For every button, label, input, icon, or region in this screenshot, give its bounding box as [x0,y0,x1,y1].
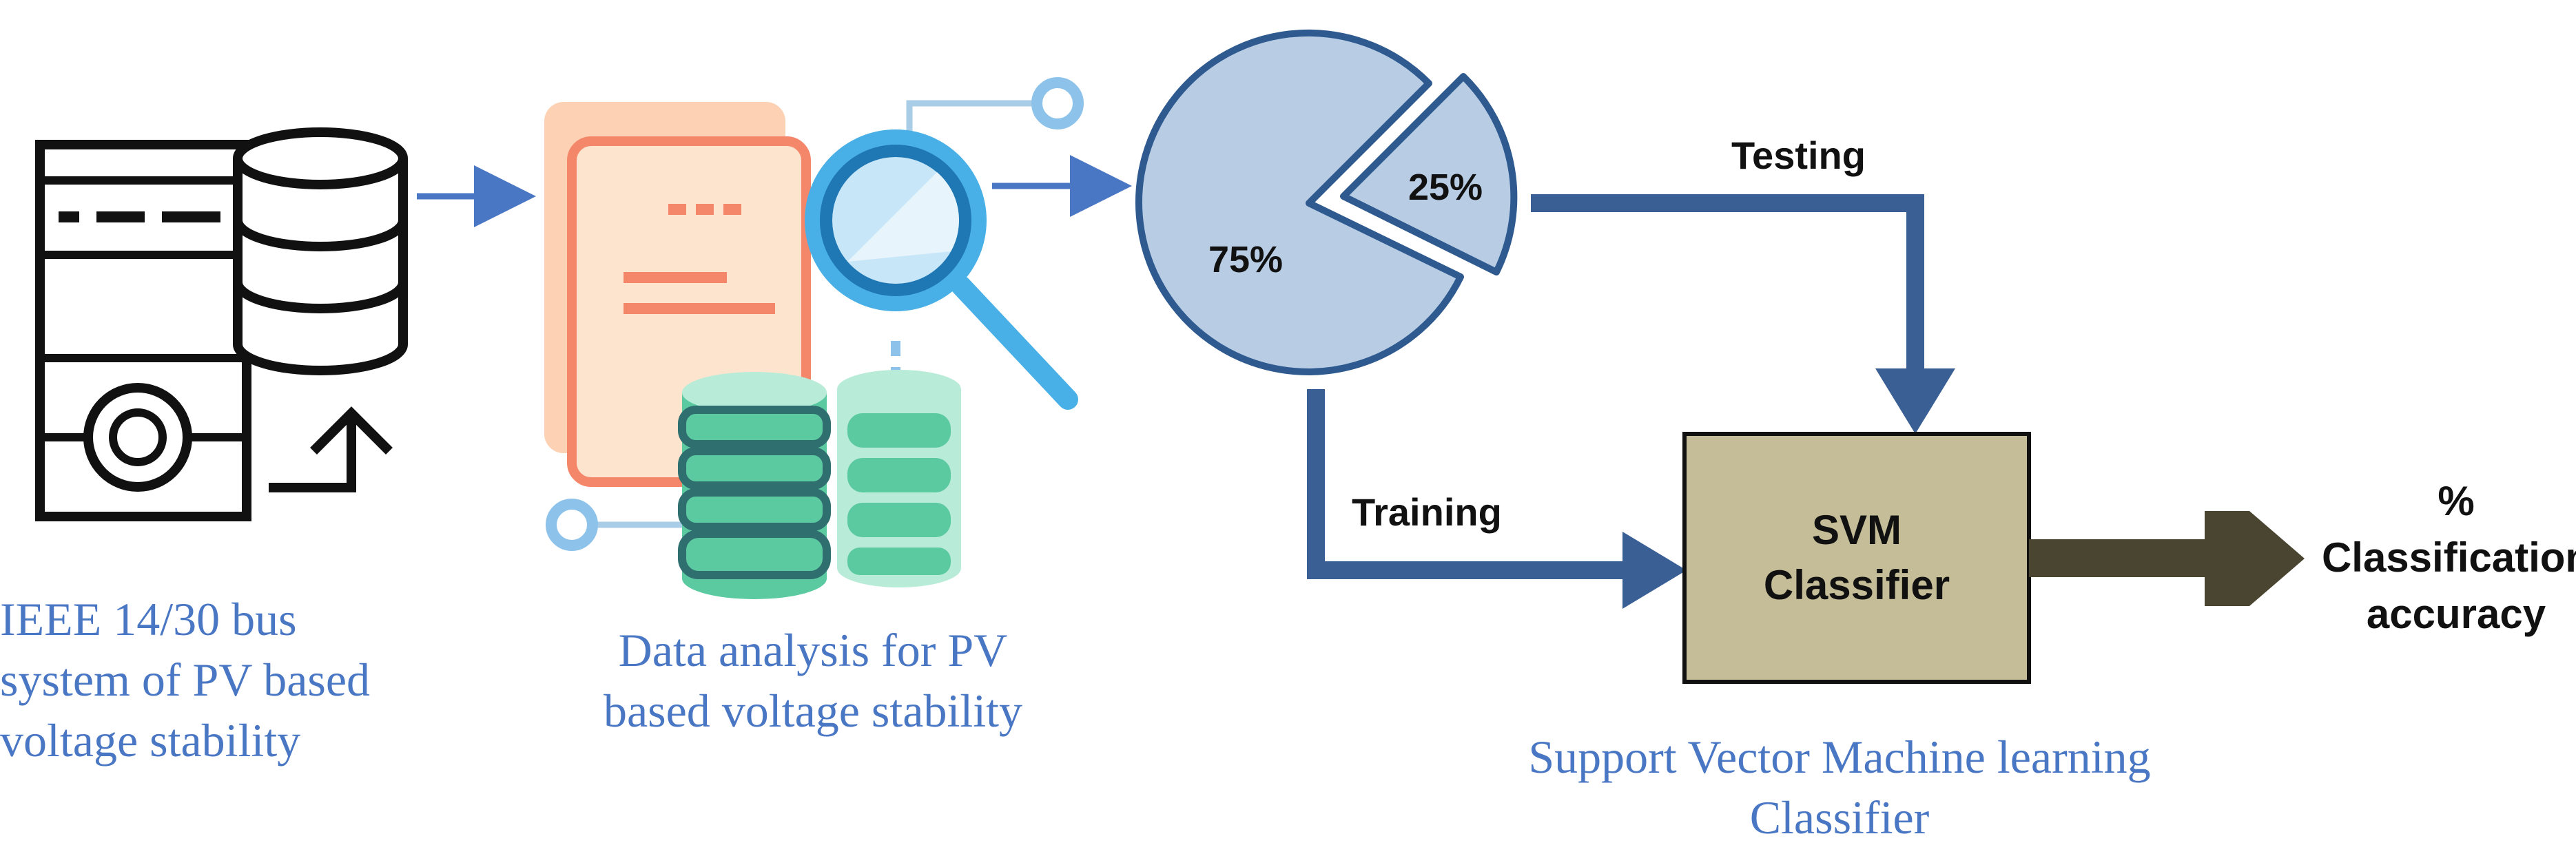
source-caption-line1: IEEE 14/30 bus [0,593,297,645]
testing-percent-label: 25% [1408,167,1483,208]
svm-classifier-box: SVM Classifier [1682,432,2031,684]
testing-flow: Testing [1531,134,1955,434]
svm-caption-line2: Classifier [1749,791,1930,844]
split-pie: 75% 25% [1135,29,1518,375]
analysis-caption: Data analysis for PV based voltage stabi… [537,620,1089,741]
analysis-caption-line1: Data analysis for PV [618,624,1008,676]
svm-caption-line1: Support Vector Machine learning [1528,731,2151,783]
output-line3: accuracy [2367,591,2546,637]
server-database-icon [35,127,408,521]
source-caption: IEEE 14/30 bus system of PV based voltag… [0,589,371,771]
testing-label: Testing [1731,134,1866,177]
data-analysis-icon [544,77,1084,599]
training-label: Training [1352,490,1502,534]
svm-box-line1: SVM [1812,507,1902,553]
analysis-caption-line2: based voltage stability [603,685,1023,737]
svm-box-line2: Classifier [1764,562,1950,608]
output-line2: Classification [2322,534,2576,581]
pie-slice-testing [1340,73,1518,275]
source-caption-line2: system of PV based [0,654,371,706]
output-arrow [2029,511,2305,606]
source-caption-line3: voltage stability [0,714,301,767]
pie-slice-training [1135,29,1464,375]
training-percent-label: 75% [1208,239,1283,280]
output-line1: % [2438,478,2474,524]
svm-caption: Support Vector Machine learning Classifi… [1461,727,2218,848]
training-flow: Training [1307,389,1687,609]
output-accuracy-label: % Classification accuracy [2322,478,2576,637]
